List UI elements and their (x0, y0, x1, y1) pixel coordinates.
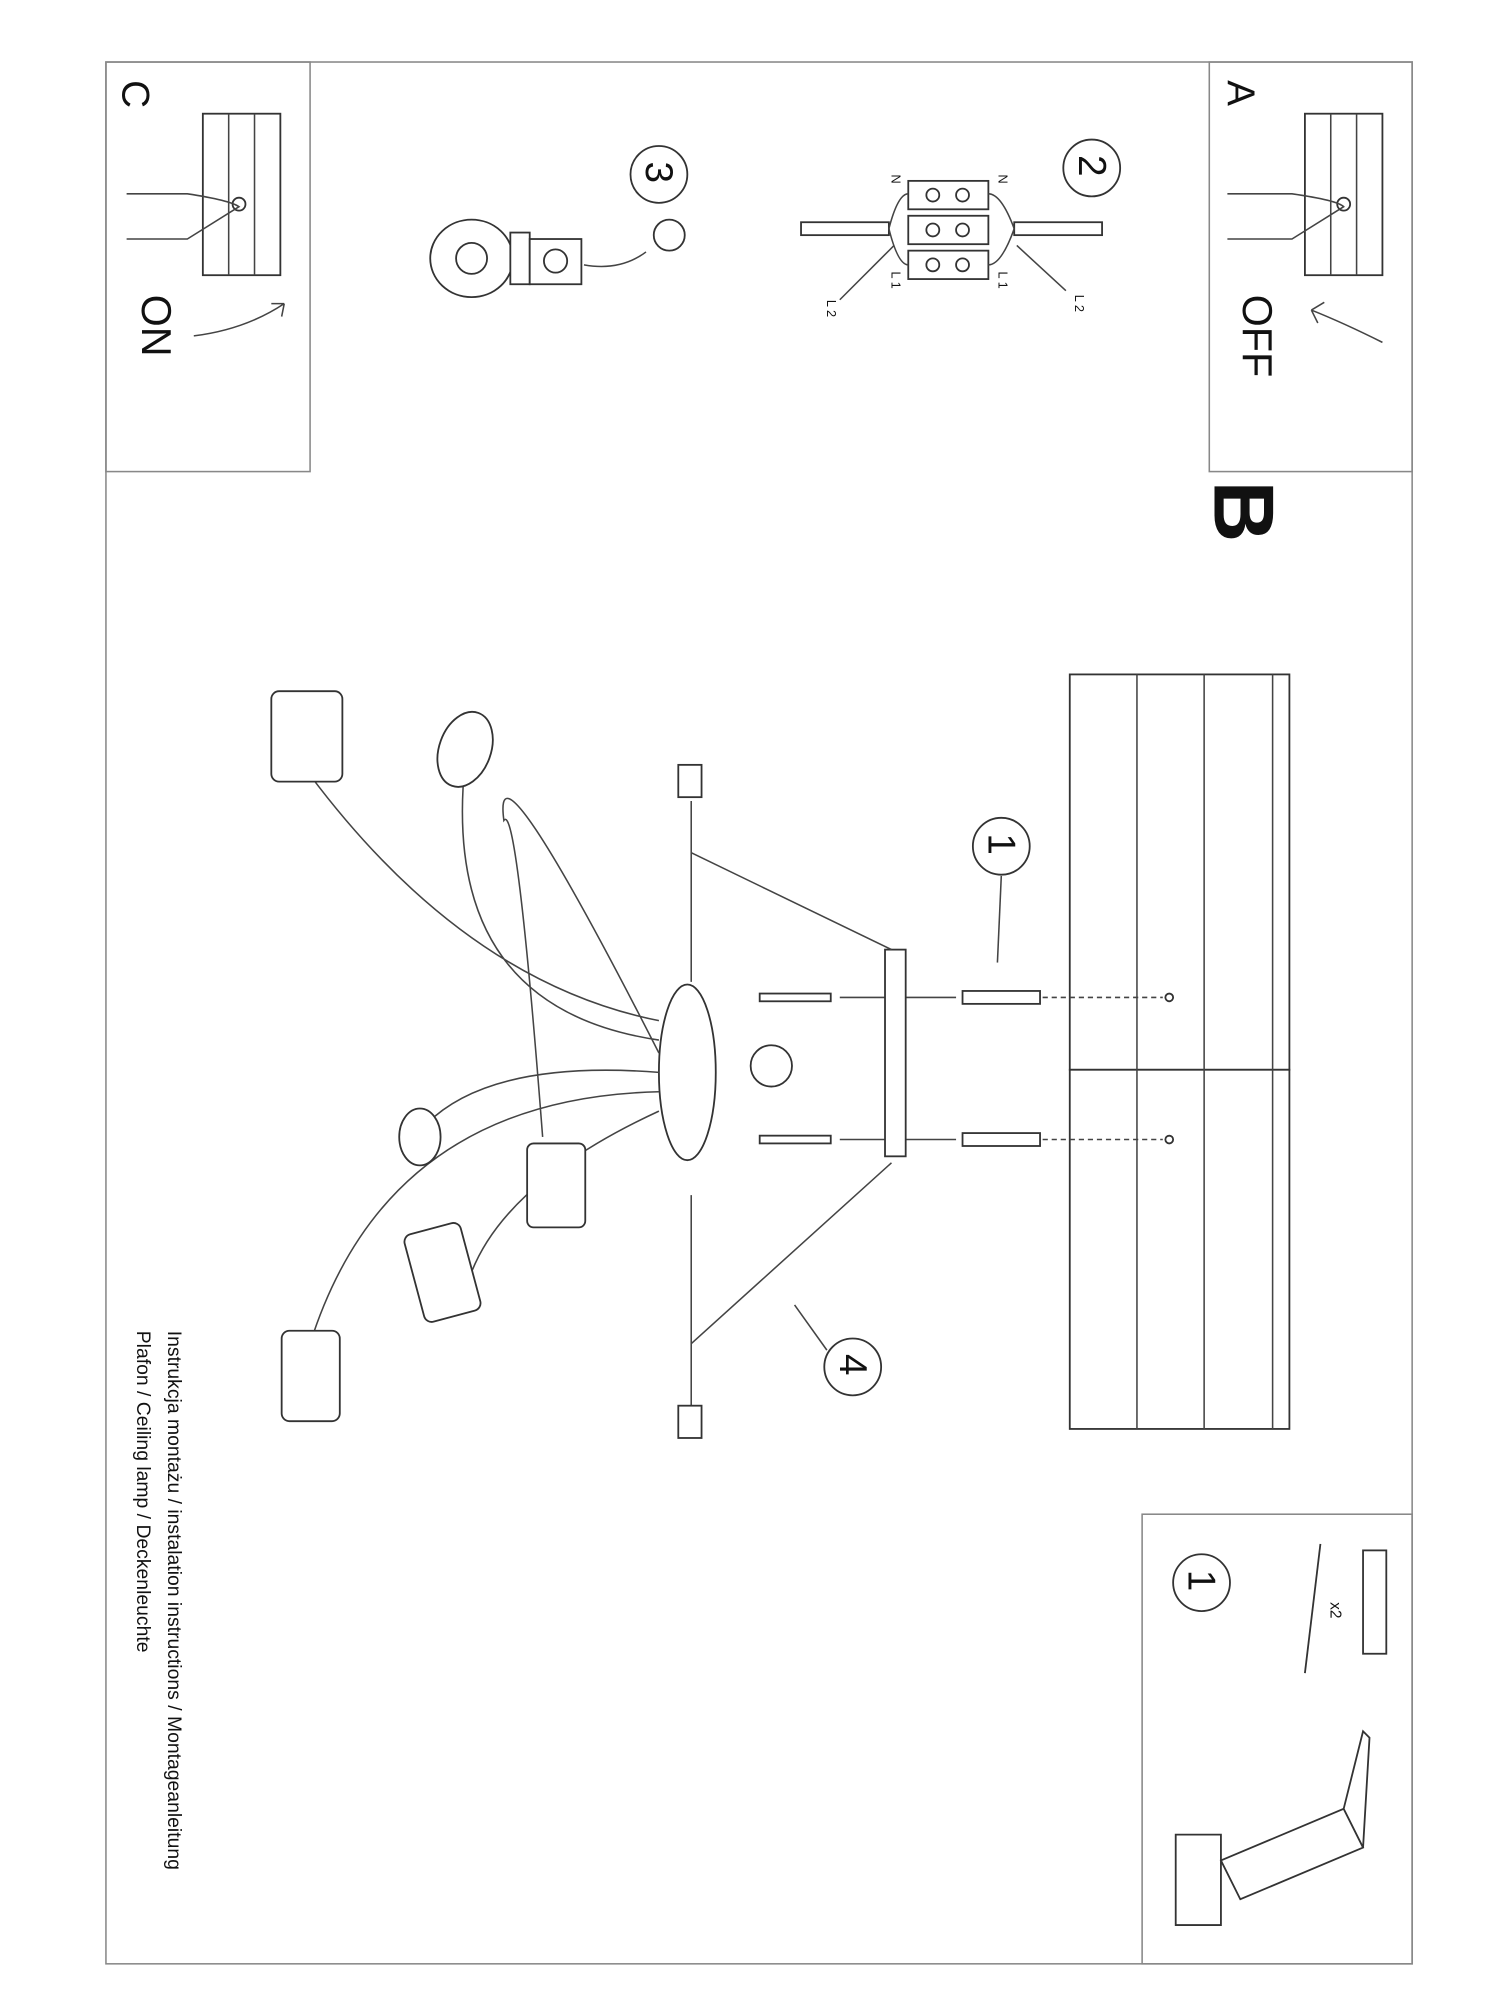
parts-step-label: 1 (1180, 1570, 1223, 1592)
step-3-label: 3 (637, 161, 680, 183)
panel-a-state: OFF (1234, 295, 1280, 378)
label-n-right: N (996, 174, 1011, 183)
panel-a: A OFF (1218, 80, 1384, 378)
arrow-icon (193, 302, 285, 337)
panel-c-letter: C (114, 80, 157, 108)
ceiling-boards (1068, 673, 1291, 1430)
step-1-label: 1 (979, 833, 1022, 855)
footer-line-2: Plafon / Ceiling lamp / Deckenleuchte (132, 1331, 154, 1653)
screw-icon (1304, 1543, 1322, 1674)
step-2-label: 2 (1070, 155, 1113, 177)
mounting-bracket: 4 (677, 763, 907, 1439)
hand-icon (1227, 193, 1345, 240)
panel-c: C ON (114, 80, 285, 357)
ceiling-lamp (270, 690, 793, 1423)
panel-c-frame (105, 61, 311, 473)
step-4-label: 4 (831, 1354, 874, 1376)
footer-line-1: Instrukcja montażu / instalation instruc… (163, 1331, 185, 1870)
dowel-icon (1362, 1549, 1388, 1655)
arrow-icon (1310, 301, 1383, 344)
panel-a-frame (1208, 61, 1413, 473)
label-l1-left: L 1 (888, 271, 903, 288)
switch-box-icon (201, 112, 282, 277)
hand-icon (126, 193, 241, 240)
label-n-left: N (888, 174, 903, 183)
label-l2-left: L 2 (824, 300, 839, 317)
panel-b-letter: B (1195, 481, 1290, 543)
label-l2-right: L 2 (1072, 295, 1087, 312)
parts-quantity: x2 (1327, 1602, 1344, 1618)
panel-parts-frame (1141, 1513, 1413, 1965)
label-l1-right: L 1 (996, 271, 1011, 288)
panel-c-state: ON (133, 295, 179, 357)
ground-icon (749, 1044, 793, 1088)
drill-icon (1174, 1729, 1371, 1926)
ground-icon (652, 218, 686, 252)
panel-a-letter: A (1218, 80, 1261, 106)
switch-box-icon (1304, 112, 1384, 277)
ground-connection-diagram: 3 (429, 145, 689, 299)
wire-connector-diagram: 2 N N L 1 L 1 L 2 L 2 (800, 138, 1122, 317)
outer-frame (105, 61, 1413, 1965)
parts-panel: 1 x2 (1172, 1543, 1388, 1926)
